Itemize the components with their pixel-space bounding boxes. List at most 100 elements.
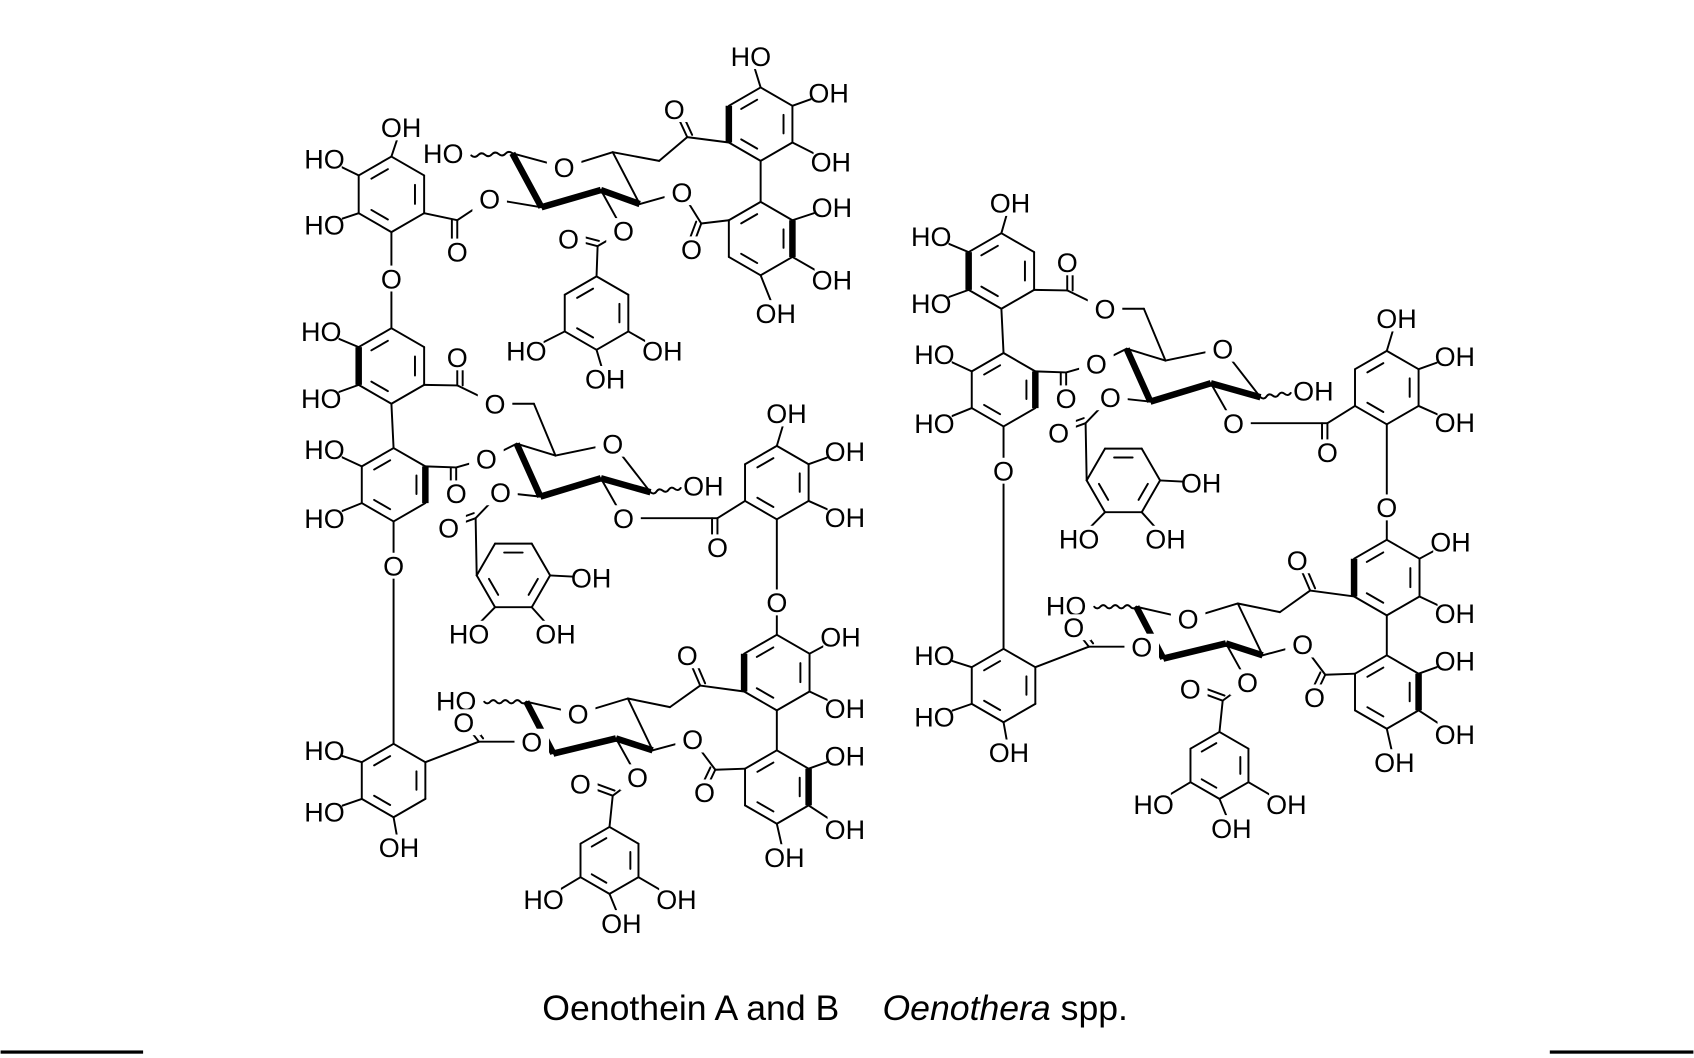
aromatic-inner-bond (527, 577, 539, 596)
atom-label-group: O (439, 343, 475, 373)
ring-hhdp-j (744, 749, 812, 825)
ring-bond (390, 383, 426, 405)
atom-label: O (671, 178, 692, 208)
ring-bond (1085, 479, 1106, 514)
atom-label: HO (731, 42, 771, 72)
atom-label-group: O (1205, 334, 1240, 364)
label-backdrop (1379, 305, 1414, 332)
ring-galloyl-a (357, 155, 426, 234)
ring-bond (1002, 352, 1037, 373)
atom-label-group: O (606, 217, 641, 247)
label-backdrop (917, 410, 952, 437)
label-backdrop (307, 505, 342, 532)
atom-label-group: HO (304, 435, 344, 465)
bond (1236, 602, 1281, 614)
ring-bond (775, 804, 810, 825)
atom-label: OH (989, 738, 1029, 768)
atom-label-group: O (1093, 383, 1128, 413)
label-backdrop (814, 266, 850, 293)
atom-label: HO (911, 289, 951, 319)
atom-label: O (1317, 438, 1338, 468)
bond (424, 740, 480, 764)
atom-label-group: O (477, 389, 513, 419)
atom-label-group: OH (683, 472, 723, 502)
atom-label-group: OH (1374, 748, 1414, 778)
atom-label-group: O (1049, 248, 1085, 278)
label-backdrop (991, 739, 1027, 766)
wavy-bond (1259, 391, 1292, 400)
atom-label-group: OH (1293, 377, 1333, 407)
ring-hhdp-b (725, 86, 794, 162)
ring-bond (1354, 654, 1388, 675)
ring-bond (1385, 538, 1421, 560)
ring-galloyl-k (970, 647, 1037, 724)
atom-label: O (993, 456, 1014, 486)
atom-label-group: OH (656, 885, 696, 915)
label-backdrop (1269, 791, 1304, 818)
atom-label: O (613, 217, 634, 247)
label-backdrop (509, 337, 544, 364)
atom-label: OH (1374, 748, 1414, 778)
atom-label: OH (812, 265, 852, 295)
atom-label: O (1292, 630, 1313, 660)
atom-label-group: HO (1059, 524, 1099, 554)
bond (699, 684, 746, 693)
label-backdrop (1170, 605, 1206, 632)
aromatic-inner-bond (576, 327, 595, 339)
atom-label-group: HO (304, 210, 344, 240)
aromatic-inner-bond (983, 364, 1002, 376)
bond (423, 212, 459, 222)
atom-label-group: O (1079, 350, 1114, 380)
label-backdrop (1136, 791, 1171, 818)
label-backdrop (767, 844, 802, 871)
label-backdrop (604, 910, 639, 937)
label-backdrop (656, 96, 692, 122)
atom-label-group: HO (304, 798, 344, 828)
atom-label-group: OH (585, 365, 625, 395)
atom-label-group: HO (304, 736, 344, 766)
bond (1224, 640, 1264, 659)
atom-label: O (1095, 294, 1116, 324)
atom-label: O (570, 770, 591, 800)
bond (714, 767, 747, 771)
label-backdrop (813, 148, 849, 175)
label-backdrop (1148, 525, 1183, 552)
atom-label: OH (1430, 528, 1470, 558)
ring-bond (1140, 447, 1162, 482)
atom-label-group: OH (811, 148, 851, 178)
bond (552, 735, 617, 757)
ring-bond (360, 797, 395, 819)
atom-label: O (1131, 632, 1152, 662)
label-backdrop (814, 194, 850, 221)
ring-bond (727, 141, 762, 162)
atom-label-group: HO (301, 384, 341, 414)
atom-label-group: OH (812, 193, 852, 223)
ring-bond (759, 141, 794, 162)
label-backdrop (769, 400, 804, 427)
label-backdrop (913, 290, 949, 317)
atom-label: OH (825, 815, 865, 845)
bond (626, 697, 671, 709)
atom-label: OH (764, 843, 804, 873)
atom-label: O (446, 479, 467, 509)
atom-label-group: O (1310, 438, 1345, 468)
label-backdrop (1297, 684, 1332, 711)
ring-bond (1385, 654, 1420, 675)
atom-label: O (1178, 604, 1199, 634)
label-backdrop (645, 337, 680, 364)
atom-label-group: OH (1181, 468, 1221, 498)
atom-label: O (677, 641, 698, 671)
label-backdrop (913, 223, 949, 250)
aromatic-inner-bond (740, 98, 759, 110)
label-backdrop (992, 190, 1028, 216)
ring-bond (1354, 709, 1388, 730)
atom-label: OH (1435, 720, 1475, 750)
bond (423, 383, 459, 387)
atom-label-group: HO (304, 504, 344, 534)
aromatic-inner-bond (590, 873, 608, 884)
bond (540, 186, 602, 211)
atom-label-group: O (438, 479, 474, 509)
label-backdrop (700, 534, 735, 561)
ring-bond (530, 542, 552, 577)
